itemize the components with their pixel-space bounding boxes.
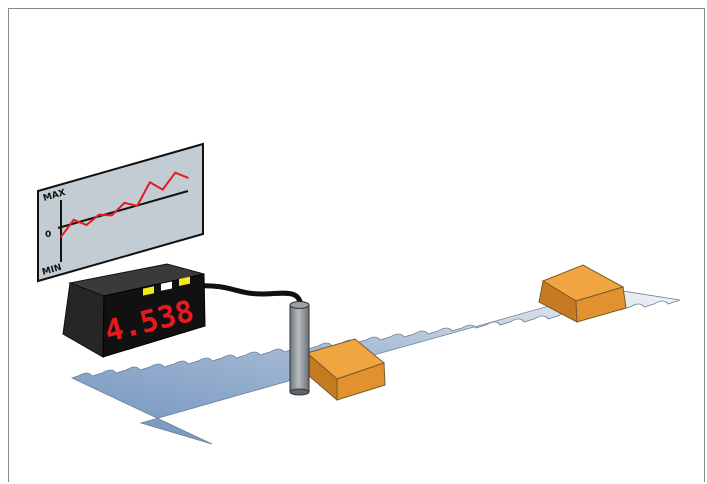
chart-series — [60, 171, 189, 238]
series-point — [60, 236, 62, 238]
series-point — [187, 177, 189, 179]
series-point — [85, 224, 88, 226]
box-object-near — [305, 338, 386, 402]
series-point — [161, 188, 164, 191]
series-point — [111, 214, 113, 217]
image-frame — [8, 8, 705, 482]
indicator-light-2 — [161, 281, 172, 291]
series-point — [149, 181, 151, 184]
series-point — [136, 205, 138, 207]
y-tick-label-zero: 0 — [45, 230, 51, 240]
series-point — [123, 202, 126, 204]
series-point — [98, 213, 100, 216]
sensor-cable — [193, 283, 304, 310]
series-point — [72, 219, 75, 221]
box-object-far — [538, 264, 627, 323]
series-point — [174, 171, 177, 174]
indicator-light-1 — [143, 286, 154, 296]
digital-meter: 4.538 — [62, 263, 206, 358]
sensor-probe — [289, 301, 310, 396]
trend-chart: MAX 0 MIN — [37, 142, 204, 283]
indicator-light-3 — [179, 276, 190, 286]
